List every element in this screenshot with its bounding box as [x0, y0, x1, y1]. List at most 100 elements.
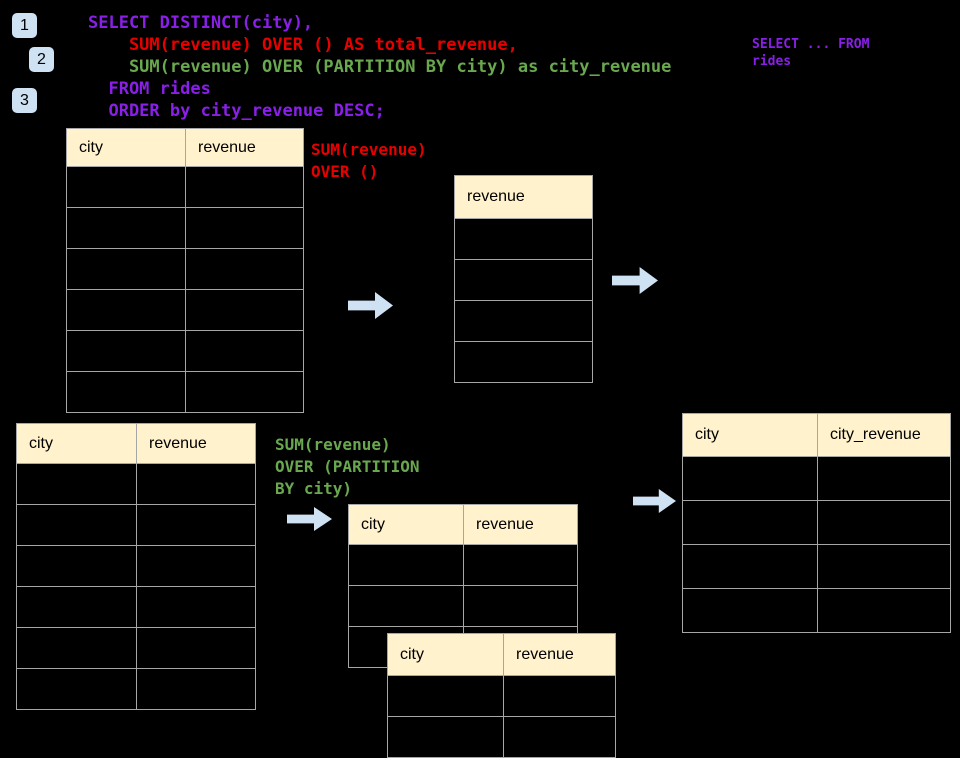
column-header: revenue: [136, 423, 256, 464]
column-header: city: [16, 423, 137, 464]
table-cell: [136, 668, 256, 710]
table-cell: [16, 627, 137, 669]
table-cell: [16, 463, 137, 505]
table-cell: [136, 463, 256, 505]
table-row: [16, 504, 256, 546]
table-cell: [454, 259, 593, 301]
table-row: [66, 166, 304, 208]
text-line: BY city): [275, 479, 353, 498]
table-cell: [185, 248, 304, 290]
step-1-badge: 1: [12, 13, 37, 38]
table-cell: [503, 675, 616, 717]
text-line: SUM(revenue): [275, 435, 391, 454]
table-row: [16, 545, 256, 587]
table-cell: [185, 289, 304, 331]
total-revenue-result-table: revenue: [454, 175, 593, 383]
table-cell: [387, 716, 504, 758]
table-row: [454, 218, 593, 260]
table-row: [16, 627, 256, 669]
sql-query-code: SELECT DISTINCT(city), SUM(revenue) OVER…: [88, 12, 671, 122]
table-cell: [682, 588, 818, 633]
table-cell: [16, 586, 137, 628]
text-line: OVER (): [311, 162, 379, 181]
code-line: FROM rides: [88, 79, 211, 99]
table-grid: revenue: [454, 175, 593, 383]
step-2-badge: 2: [29, 47, 54, 72]
table-row: [454, 300, 593, 342]
text-line: SUM(revenue): [311, 140, 427, 159]
text-line: OVER (PARTITION: [275, 457, 420, 476]
step-3-badge: 3: [12, 88, 37, 113]
sum-over-total-label: SUM(revenue) OVER (): [311, 139, 427, 183]
table-row: [66, 248, 304, 290]
table-cell: [66, 330, 186, 372]
code-line: SELECT DISTINCT(city),: [88, 13, 314, 33]
table-row: [348, 544, 578, 586]
table-cell: [682, 544, 818, 589]
table-row: [454, 259, 593, 301]
code-line: ORDER by city_revenue DESC;: [88, 101, 385, 121]
column-header: city: [682, 413, 818, 457]
table-cell: [136, 627, 256, 669]
table-row: [16, 463, 256, 505]
table-cell: [682, 500, 818, 545]
column-header: city_revenue: [817, 413, 951, 457]
table-row: [66, 330, 304, 372]
table-cell: [348, 544, 464, 586]
table-cell: [817, 456, 951, 501]
column-header: revenue: [454, 175, 593, 219]
table-cell: [185, 371, 304, 413]
table-cell: [817, 500, 951, 545]
sum-over-partition-label: SUM(revenue) OVER (PARTITION BY city): [275, 434, 420, 500]
table-row: [16, 586, 256, 628]
table-row: [66, 207, 304, 249]
table-row: [387, 716, 616, 758]
column-header: revenue: [185, 128, 304, 167]
table-cell: [66, 207, 186, 249]
table-cell: [185, 166, 304, 208]
table-cell: [136, 586, 256, 628]
table-row: [348, 585, 578, 627]
table-cell: [66, 166, 186, 208]
table-cell: [454, 300, 593, 342]
table-row: [682, 456, 951, 501]
arrow-right-icon: [287, 507, 332, 531]
table-cell: [16, 668, 137, 710]
code-line: SUM(revenue) OVER (PARTITION BY city) as…: [88, 57, 672, 77]
table-cell: [16, 545, 137, 587]
table-cell: [463, 544, 578, 586]
table-cell: [66, 371, 186, 413]
table-cell: [136, 504, 256, 546]
table-row: [682, 544, 951, 589]
table-cell: [66, 248, 186, 290]
table-cell: [387, 675, 504, 717]
table-row: [66, 371, 304, 413]
table-row: [682, 588, 951, 633]
table-cell: [348, 585, 464, 627]
table-row: [16, 668, 256, 710]
column-header: city: [66, 128, 186, 167]
code-line: SUM(revenue) OVER () AS total_revenue,: [88, 35, 518, 55]
arrow-right-icon: [633, 489, 676, 513]
column-header: city: [387, 633, 504, 676]
text-line: rides: [752, 54, 792, 69]
table-cell: [817, 544, 951, 589]
table-row: [682, 500, 951, 545]
table-cell: [16, 504, 137, 546]
column-header: city: [348, 504, 464, 545]
table-header-row: revenue: [454, 175, 593, 219]
